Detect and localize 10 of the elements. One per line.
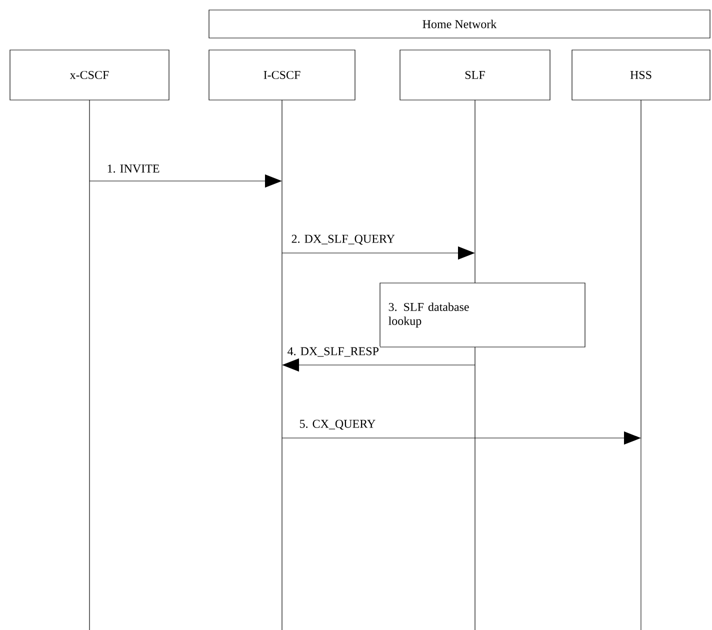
group-band: Home Network bbox=[208, 10, 710, 38]
participant-box: SLF bbox=[400, 50, 550, 100]
edge-label: 4. DX_SLF_RESP bbox=[286, 346, 380, 358]
participant-box: HSS bbox=[572, 50, 710, 100]
edge-label: 5. CX_QUERY bbox=[298, 418, 377, 431]
edge-label: 1. INVITE bbox=[106, 164, 161, 174]
participant-box: I-CSCF bbox=[208, 50, 356, 100]
participant-box: x-CSCF bbox=[10, 50, 170, 100]
process-box: 3. SLF database lookup bbox=[380, 282, 586, 348]
edge-label: 2. DX_SLF_QUERY bbox=[290, 234, 396, 246]
